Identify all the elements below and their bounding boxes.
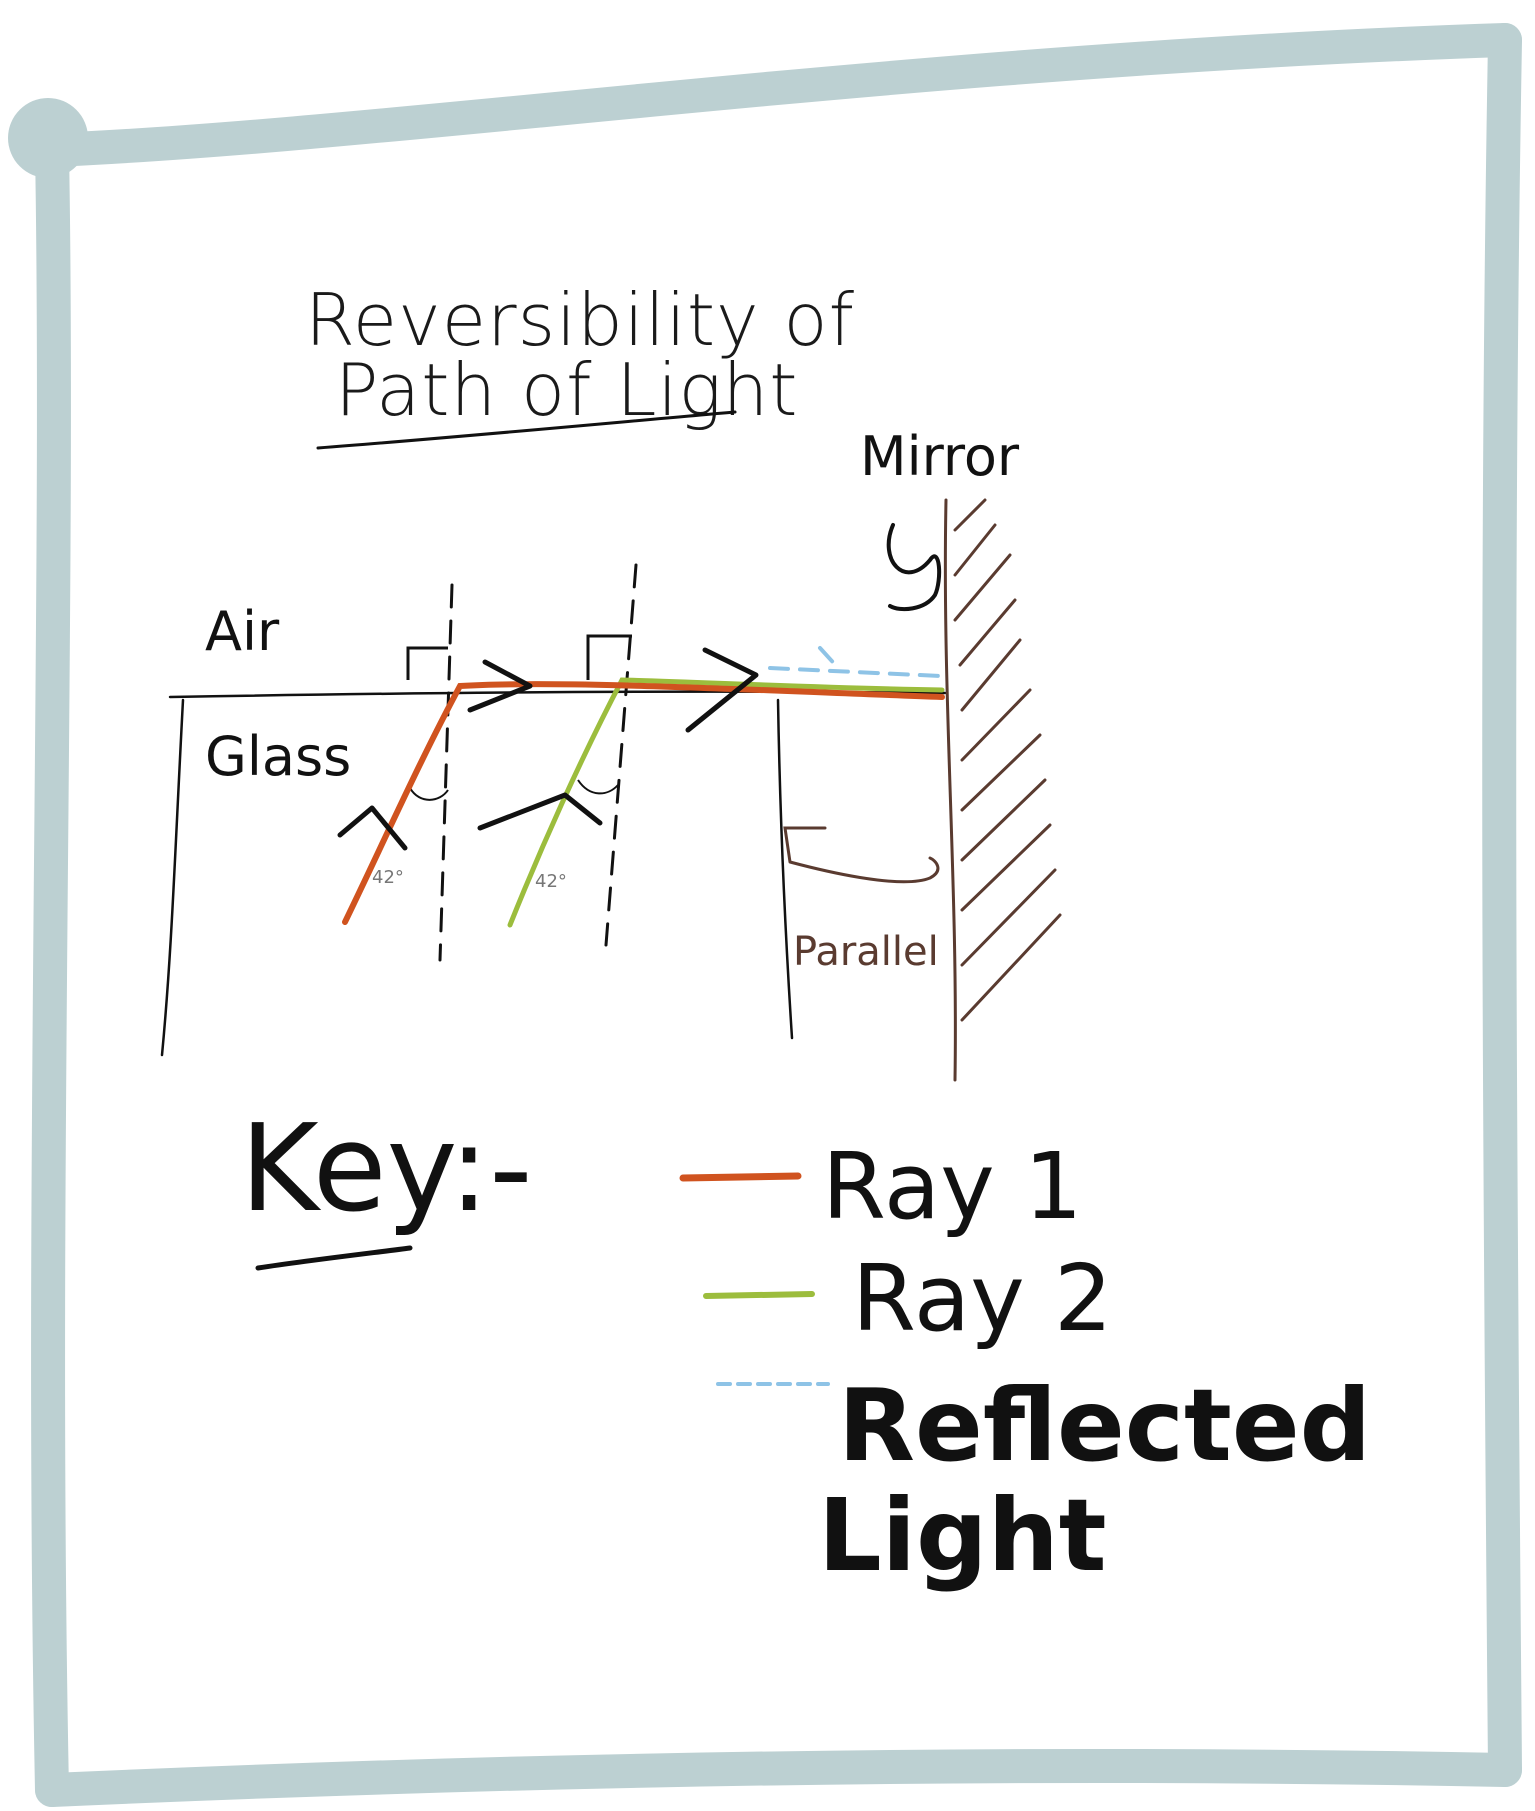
title-line-2: Path of Light [335,348,799,432]
angle-label-2: 42° [535,871,567,892]
normal-2 [604,563,638,947]
mirror-surface [943,498,957,1082]
mirror-label: Mirror [860,425,1020,488]
mirror-label-pointer [886,523,942,612]
key-underline [255,1245,413,1271]
key-label-ray-1: Ray 1 [822,1133,1083,1240]
key-title: Key:- [240,1100,533,1239]
angle-label-1: 42° [372,867,404,888]
parallel-bracket [783,826,940,884]
direction-arrows [337,647,759,851]
title-underline [316,410,737,450]
frame-top [35,23,1522,167]
glass-left-edge [160,698,185,1057]
angle-arcs [409,779,619,801]
angle-arc-1 [409,787,449,801]
frame-bottom [35,1749,1522,1807]
right-angle-2 [586,634,632,680]
reflected-ray [768,666,942,678]
key-label-ray-2: Ray 2 [852,1245,1113,1352]
frame [31,23,1522,1807]
reflected-mark [818,646,842,672]
angle-arc-2 [577,779,619,795]
ray-2 [507,677,945,928]
normals [438,563,638,962]
key-item-ray-2: Ray 2 [703,1245,1113,1352]
arrow-right-1 [467,659,533,713]
title-line-1: Reversibility of [305,278,855,362]
key-item-ray-1: Ray 1 [679,1133,1083,1240]
frame-right [1482,23,1522,1787]
key-swatch-ray-2 [703,1291,815,1299]
frame-corner-knob [8,98,88,178]
normal-1 [438,583,454,962]
arrow-up-1 [337,805,408,851]
mirror-hatch [953,498,1062,1022]
mirror [943,498,1062,1082]
right-angle-markers [406,634,632,680]
air-label: Air [205,600,280,663]
ray-1 [342,681,945,925]
glass-label: Glass [205,725,351,788]
frame-left [31,133,71,1807]
title: Reversibility of Path of Light [305,278,855,450]
key-swatch-ray-1 [679,1172,802,1182]
right-angle-1 [406,646,448,680]
parallel-label: Parallel [793,929,939,975]
arrow-right-2 [685,647,759,733]
arrow-up-2 [477,792,603,831]
reflected-light [768,646,942,678]
glass-right-edge [776,698,794,1040]
